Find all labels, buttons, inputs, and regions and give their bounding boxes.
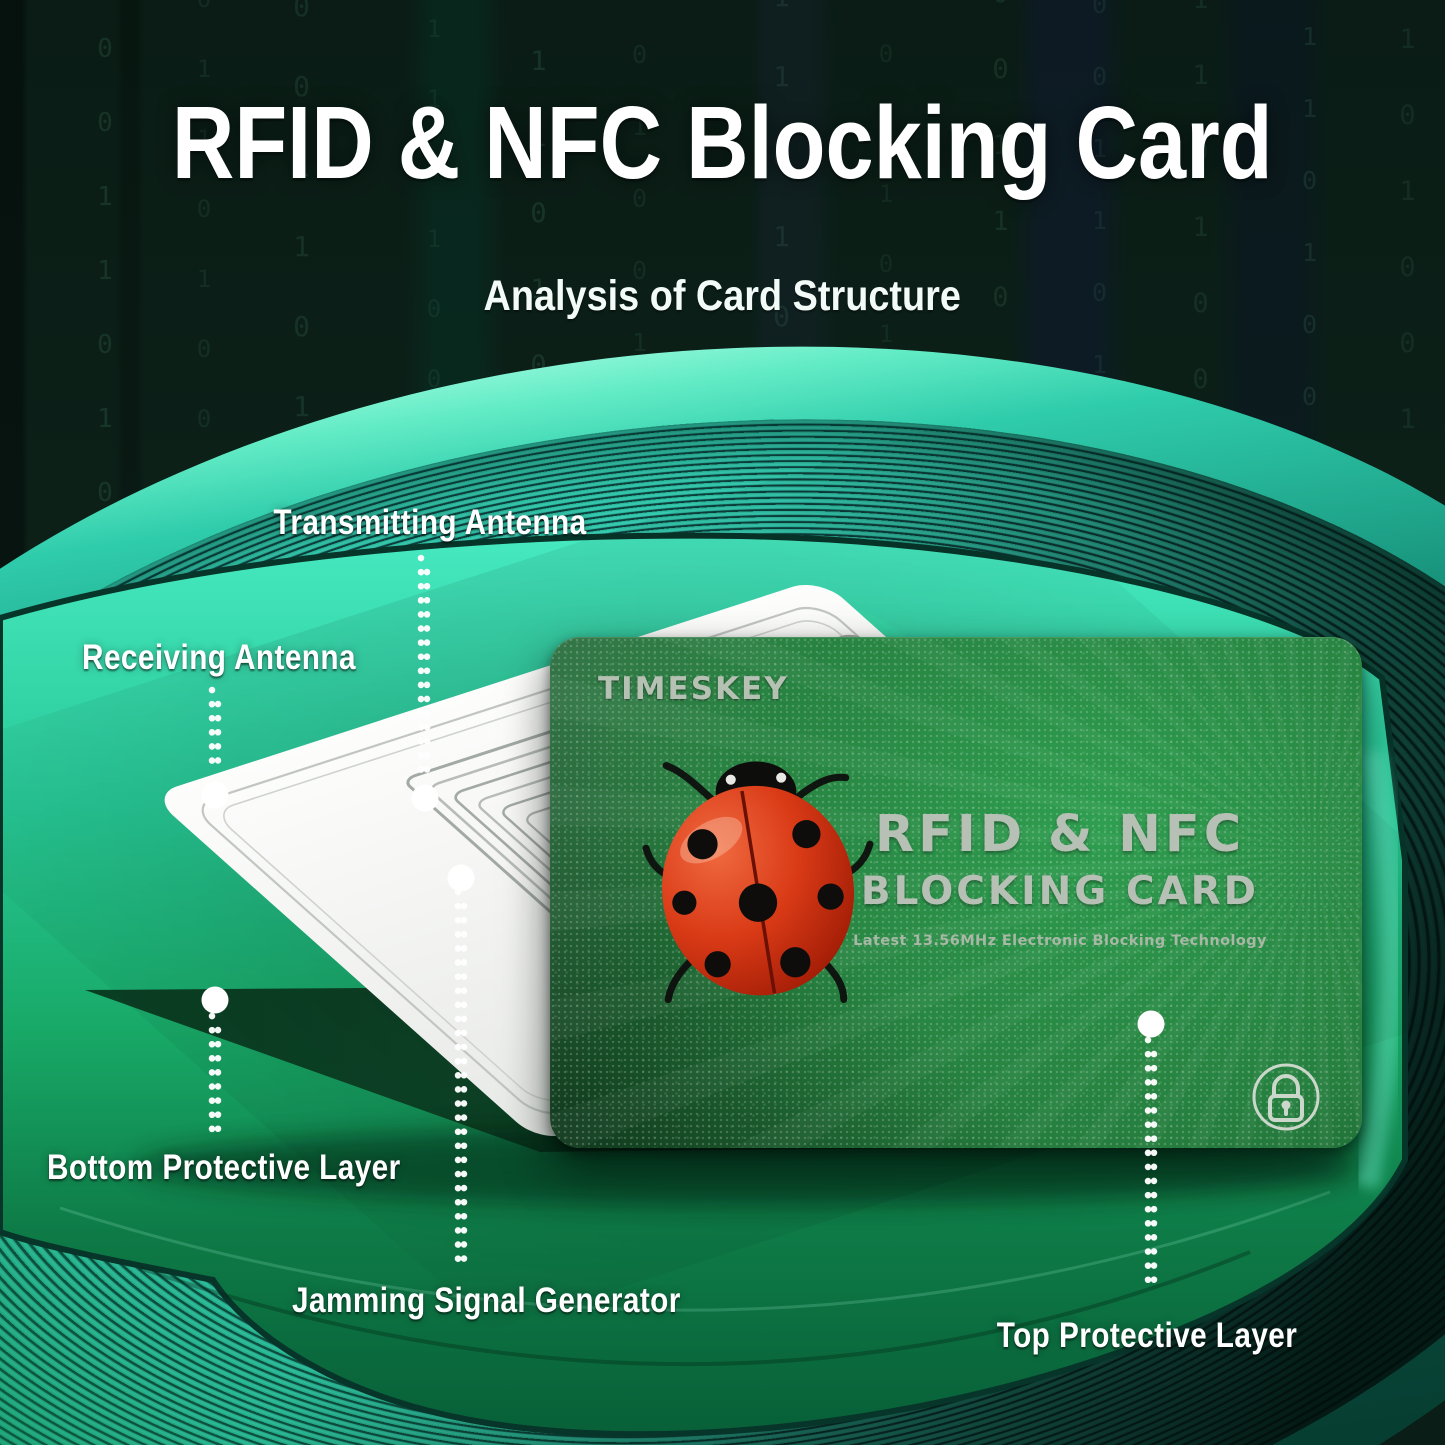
blocking-card: TIMESKEY	[550, 637, 1362, 1148]
card-tagline: Latest 13.56MHz Electronic Blocking Tech…	[853, 933, 1267, 949]
card-text-block: RFID & NFC BLOCKING CARD Latest 13.56MHz…	[850, 637, 1270, 1148]
page-subtitle: Analysis of Card Structure	[483, 272, 962, 320]
page-title: RFID & NFC Blocking Card	[172, 85, 1273, 200]
ladybug-spots	[672, 820, 844, 978]
callout-receiving-antenna: Receiving Antenna	[82, 638, 356, 677]
callout-bottom-protective-layer: Bottom Protective Layer	[47, 1148, 401, 1187]
card-headline-line1: RFID & NFC	[874, 805, 1246, 864]
callout-top-protective-layer: Top Protective Layer	[996, 1316, 1298, 1355]
ladybug-eye	[776, 772, 787, 783]
callout-jamming-signal-generator: Jamming Signal Generator	[292, 1281, 681, 1320]
card-headline-line2: BLOCKING CARD	[860, 869, 1260, 914]
lock-icon	[1248, 1059, 1324, 1140]
ladybug-image	[642, 761, 874, 1004]
brand-logo: TIMESKEY	[598, 671, 789, 707]
ladybug-eye	[725, 774, 736, 785]
callout-transmitting-antenna: Transmitting Antenna	[273, 503, 587, 542]
